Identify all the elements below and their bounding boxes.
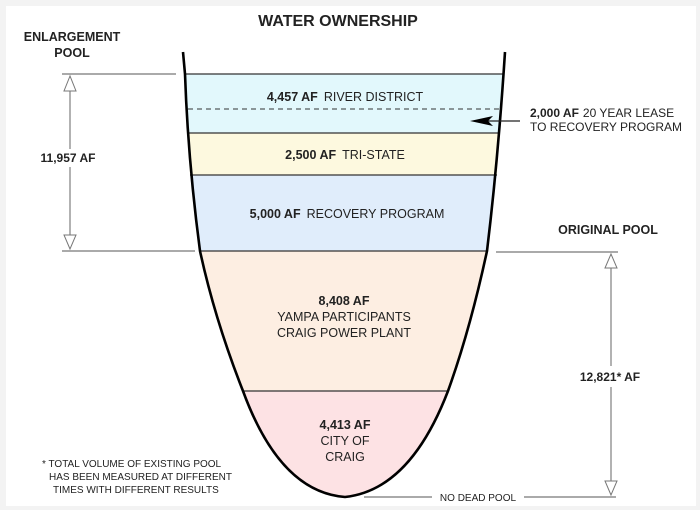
layer-name: CRAIG POWER PLANT	[277, 326, 411, 340]
layer-name: CRAIG	[325, 450, 365, 464]
layer-recovery-program	[190, 175, 497, 251]
layer-amount: 4,413 AF	[320, 418, 371, 432]
lease-amount: 2,000 AF	[530, 106, 579, 120]
enlargement-pool-label: POOL	[54, 46, 90, 60]
lease-note: 2,000 AF 20 YEAR LEASE	[530, 106, 674, 120]
layer-label-river-district: 4,457 AF RIVER DISTRICT	[267, 90, 424, 104]
layer-name: CITY OF	[320, 434, 369, 448]
reservoir-outline	[181, 51, 507, 499]
layer-tri-state	[187, 133, 500, 175]
enlargement-pool-label: ENLARGEMENT	[24, 30, 121, 44]
layer-amount: 5,000 AF	[250, 207, 301, 221]
layer-city-of-craig	[243, 391, 448, 497]
layer-name: RECOVERY PROGRAM	[307, 207, 445, 221]
lease-text: 20 YEAR LEASE	[583, 106, 674, 120]
diagram-title: WATER OWNERSHIP	[258, 13, 418, 30]
arrow-down-icon	[604, 480, 618, 497]
layer-yampa-participants	[200, 251, 487, 391]
enlargement-pool-volume: 11,957 AF	[41, 151, 96, 165]
lease-note-line2: TO RECOVERY PROGRAM	[530, 120, 682, 134]
layer-amount: 4,457 AF	[267, 90, 318, 104]
layer-name: RIVER DISTRICT	[324, 90, 424, 104]
footnote: * TOTAL VOLUME OF EXISTING POOL	[42, 459, 222, 470]
original-pool-volume: 12,821* AF	[580, 370, 640, 384]
original-pool-label: ORIGINAL POOL	[558, 223, 658, 237]
layer-river-district	[185, 74, 503, 133]
layer-amount: 2,500 AF	[285, 148, 336, 162]
dead-pool-label: NO DEAD POOL	[440, 493, 517, 504]
arrow-up-icon	[63, 74, 77, 92]
arrow-left-icon	[470, 116, 493, 126]
layer-label-tri-state: 2,500 AF TRI-STATE	[285, 148, 405, 162]
layer-name: YAMPA PARTICIPANTS	[277, 310, 411, 324]
footnote: TIMES WITH DIFFERENT RESULTS	[53, 485, 219, 496]
layer-amount: 8,408 AF	[319, 294, 370, 308]
footnote: HAS BEEN MEASURED AT DIFFERENT	[49, 472, 232, 483]
layer-name: TRI-STATE	[342, 148, 405, 162]
arrow-up-icon	[604, 252, 618, 269]
layer-label-recovery-program: 5,000 AF RECOVERY PROGRAM	[250, 207, 445, 221]
arrow-down-icon	[63, 234, 77, 251]
